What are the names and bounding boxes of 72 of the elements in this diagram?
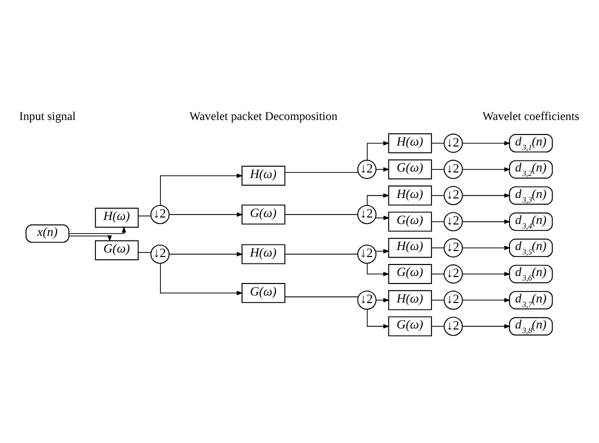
connector — [284, 214, 358, 215]
node-box: H(ω) — [388, 238, 432, 258]
arrow — [462, 219, 511, 224]
arrow — [168, 212, 244, 217]
arrow — [366, 141, 390, 161]
label: Input signal — [19, 108, 76, 123]
node-box: d$_{3,1}$(n) — [509, 134, 553, 152]
node-box: d$_{3,3}$(n) — [509, 186, 553, 205]
connector — [431, 169, 444, 170]
node-box: H(ω) — [388, 133, 432, 154]
node-box: G(ω) — [242, 283, 286, 304]
connector — [431, 326, 444, 327]
arrow — [462, 272, 511, 276]
connector — [431, 300, 444, 301]
node-circle: ↓2 — [444, 160, 463, 179]
connector — [431, 142, 444, 144]
arrow — [376, 167, 390, 172]
arrow — [366, 263, 390, 276]
arrow — [375, 216, 390, 220]
node-box: d$_{3,6}$(n) — [509, 264, 553, 284]
arrow — [68, 226, 126, 234]
arrow — [160, 174, 244, 206]
node-box: G(ω) — [242, 204, 286, 225]
node-circle: ↓2 — [357, 204, 376, 224]
connector — [431, 247, 444, 248]
node-box: d$_{3,2}$(n) — [509, 160, 553, 179]
node-box: H(ω) — [242, 244, 286, 264]
node-box: G(ω) — [94, 240, 139, 260]
node-box: H(ω) — [242, 166, 286, 186]
arrow — [366, 308, 390, 329]
node-box: d$_{3,4}$(n) — [509, 212, 553, 231]
arrow — [462, 193, 511, 198]
node-box: H(ω) — [388, 186, 432, 206]
node-box: G(ω) — [388, 264, 432, 284]
node-circle: ↓2 — [357, 290, 376, 310]
arrow — [160, 263, 244, 296]
connector — [138, 252, 152, 253]
node-circle: ↓2 — [444, 238, 463, 258]
node-box: d$_{3,7}$(n) — [509, 290, 553, 310]
arrow — [366, 193, 390, 206]
node-box: x(n) — [26, 224, 70, 243]
connector — [284, 172, 358, 173]
node-box: G(ω) — [388, 316, 432, 336]
connector — [284, 254, 358, 255]
node-circle: ↓2 — [357, 160, 376, 179]
arrow — [68, 235, 112, 242]
node-circle: ↓2 — [150, 244, 170, 264]
node-box: H(ω) — [94, 208, 139, 228]
node-circle: ↓2 — [444, 134, 463, 153]
node-box: H(ω) — [388, 290, 432, 310]
node-box: G(ω) — [388, 212, 432, 232]
label: Wavelet coefficients — [482, 108, 580, 123]
arrow — [462, 324, 511, 329]
node-circle: ↓2 — [444, 264, 463, 284]
arrow — [462, 141, 511, 146]
node-circle: ↓2 — [444, 290, 463, 310]
node-circle: ↓2 — [444, 186, 463, 206]
arrow — [462, 246, 511, 250]
connector — [284, 296, 359, 298]
node-circle: ↓2 — [444, 212, 463, 232]
arrow — [462, 298, 511, 302]
node-box: G(ω) — [388, 159, 432, 180]
arrow — [168, 252, 244, 256]
node-circle: ↓2 — [150, 204, 170, 224]
node-box: d$_{3,8}$(n) — [509, 317, 553, 336]
label: Wavelet packet Decomposition — [189, 108, 338, 123]
arrow — [462, 167, 511, 172]
connector — [431, 195, 444, 196]
connector — [431, 221, 444, 222]
node-box: d$_{3,5}$(n) — [509, 238, 553, 258]
node-circle: ↓2 — [357, 244, 376, 264]
node-circle: ↓2 — [444, 316, 463, 336]
